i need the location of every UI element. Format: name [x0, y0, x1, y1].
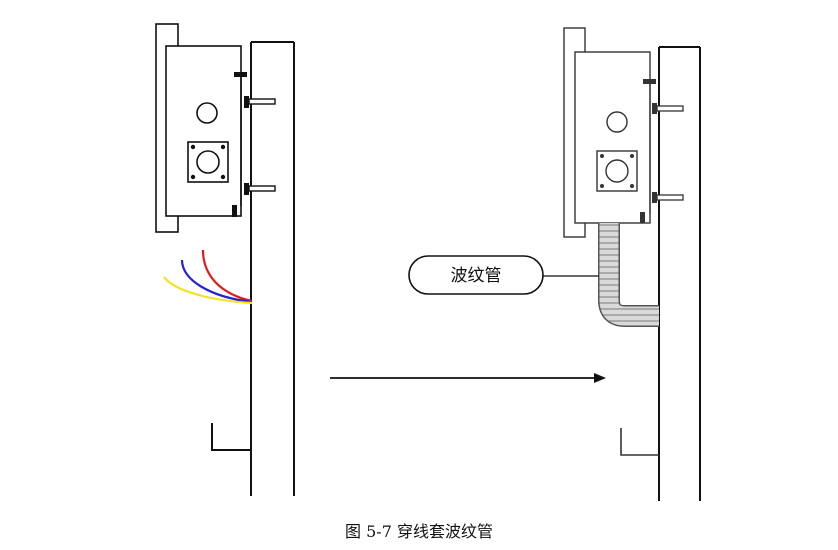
bolts-right — [640, 79, 684, 223]
connector-flange-left — [187, 141, 229, 183]
callout-label: 波纹管 — [451, 266, 502, 286]
cable-hole-left — [196, 102, 218, 124]
conduit-callout: 波纹管 — [408, 255, 599, 295]
connector-flange-right — [596, 150, 638, 192]
corrugated-conduit — [598, 223, 659, 327]
figure-caption: 图 5-7 穿线套波纹管 — [345, 522, 493, 541]
bolts-left — [232, 72, 276, 217]
before-assembly — [155, 23, 295, 496]
floor-bracket-left — [211, 423, 251, 451]
junction-box-right — [574, 51, 651, 224]
junction-box-left — [165, 45, 242, 217]
wall-right — [658, 46, 701, 501]
after-assembly: 波纹管 — [408, 27, 701, 501]
wires-left — [163, 249, 253, 305]
floor-bracket-right — [620, 428, 659, 456]
cable-hole-right — [606, 111, 628, 133]
wall-left — [250, 41, 295, 496]
